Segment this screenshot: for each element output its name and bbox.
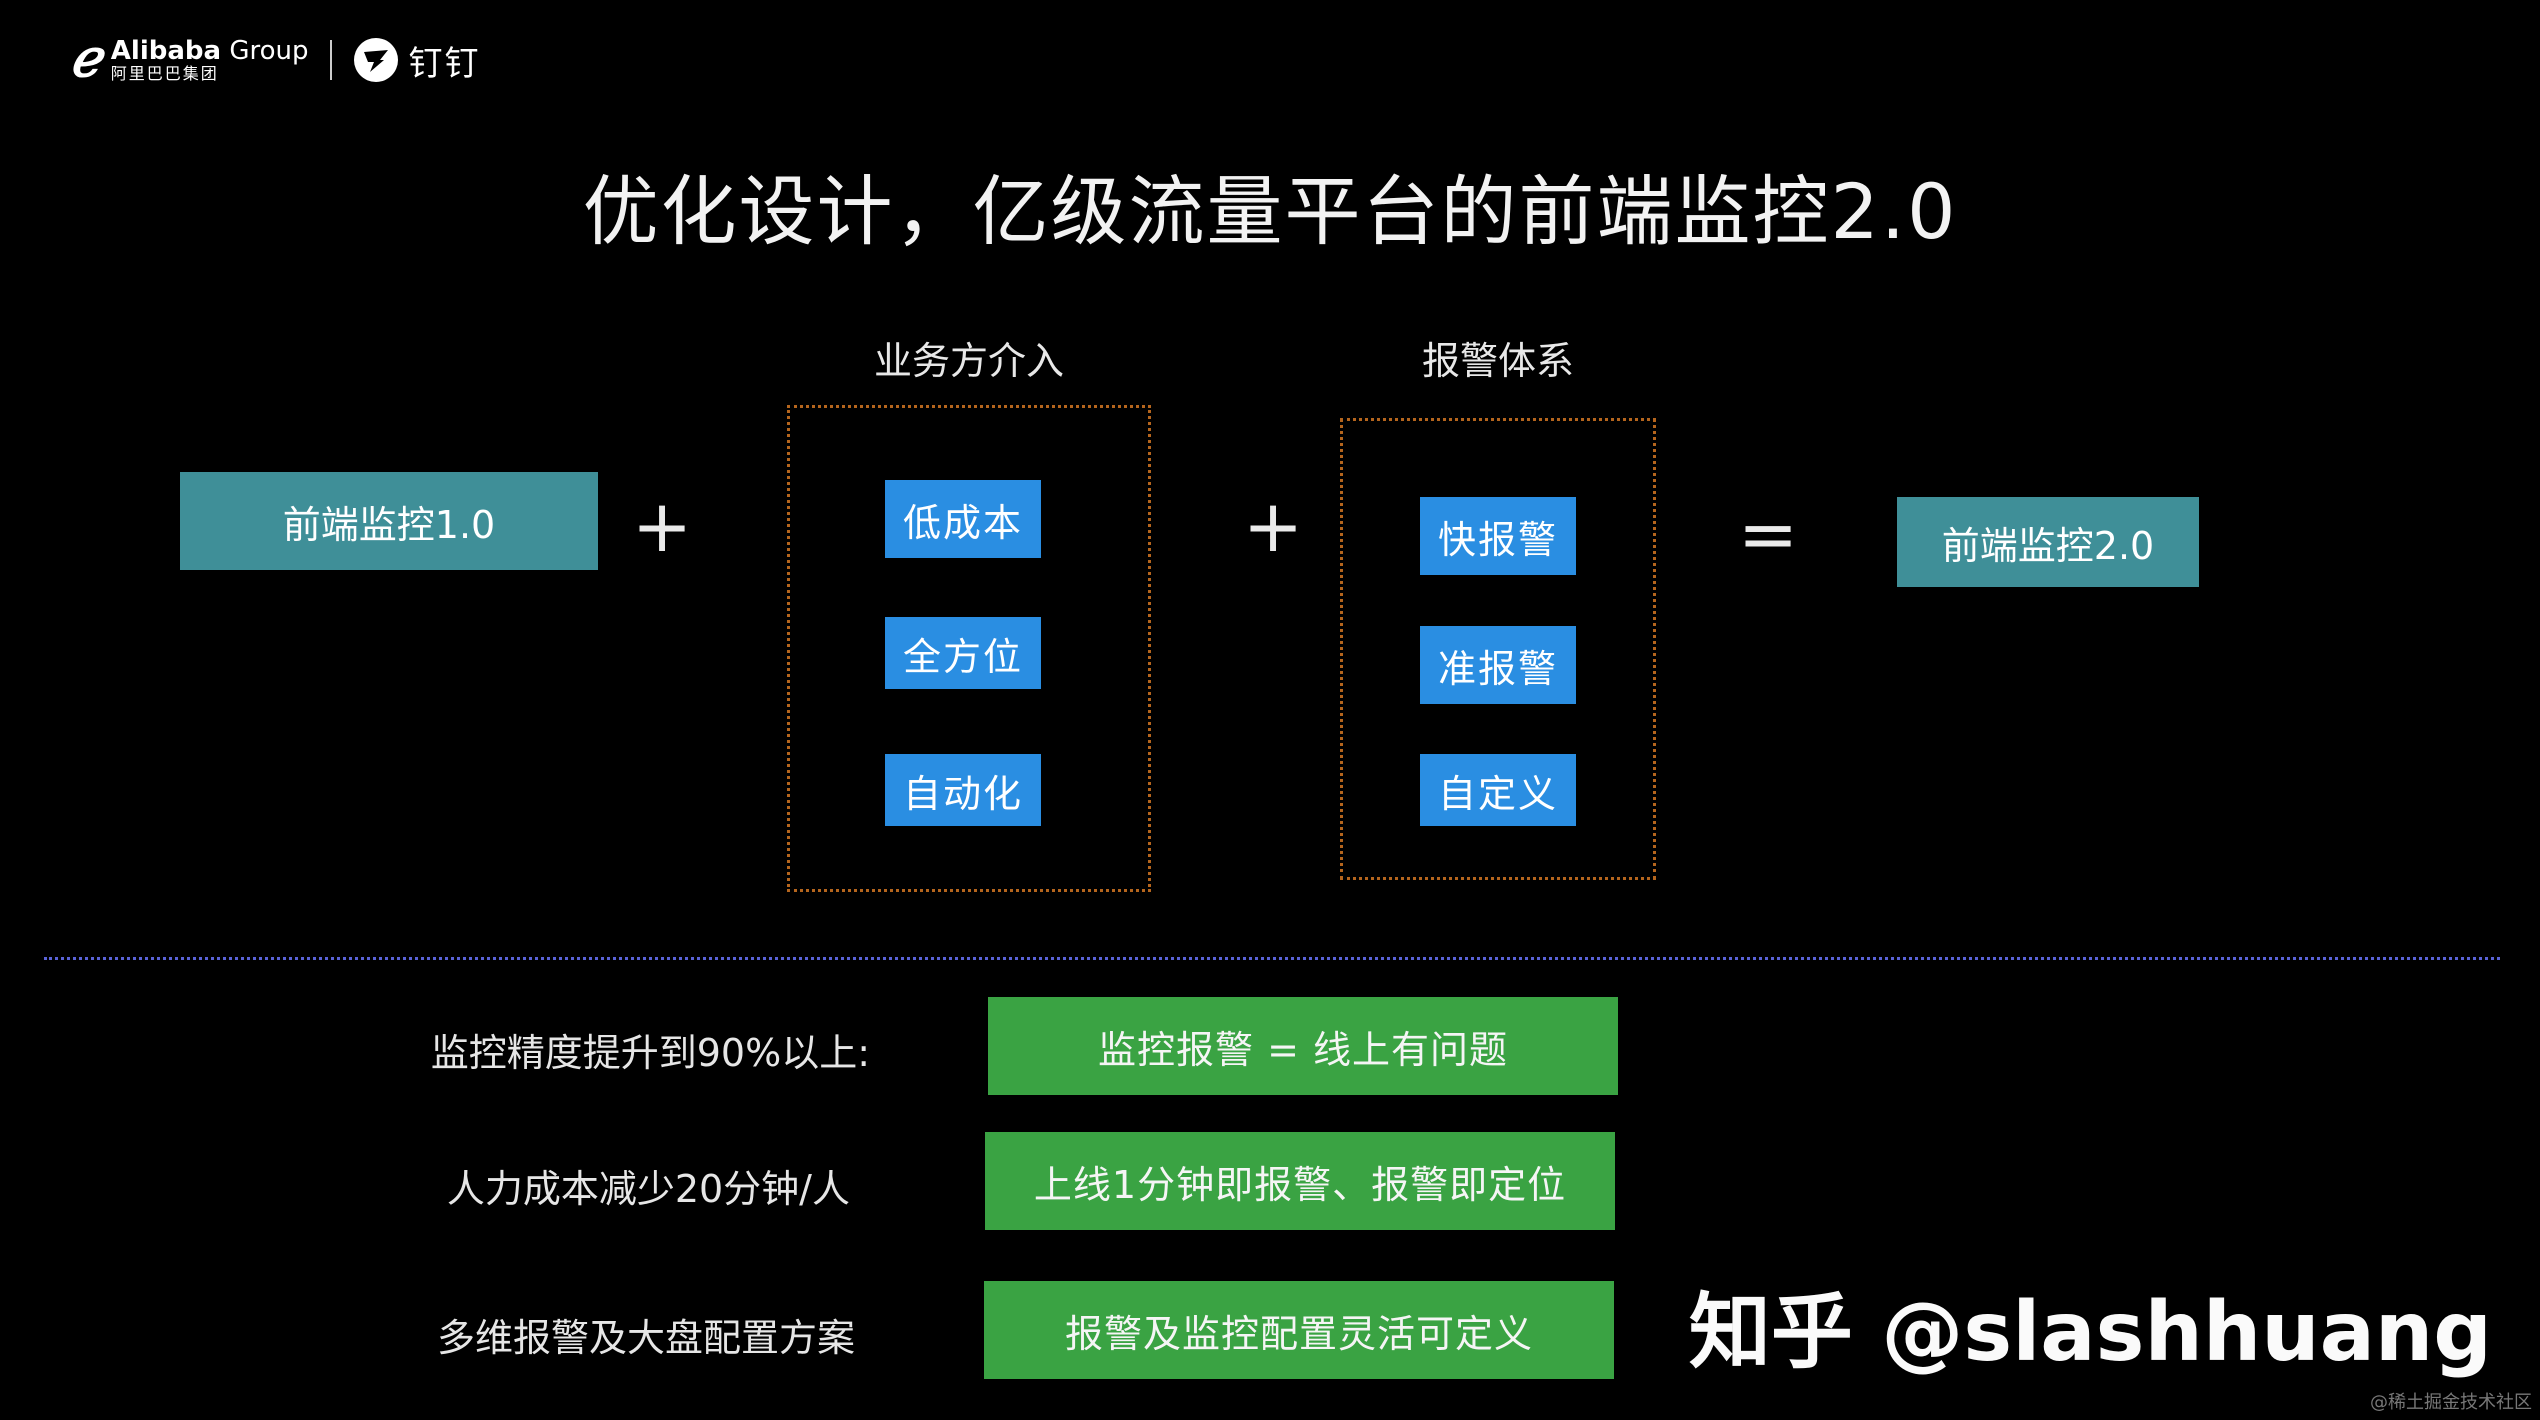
alert-group-frame	[1340, 418, 1656, 880]
business-item-all-round: 全方位	[885, 617, 1041, 689]
alert-item-custom: 自定义	[1420, 754, 1576, 826]
result-label-accuracy: 监控精度提升到90%以上:	[430, 1031, 870, 1075]
plus-operator-2: +	[1242, 484, 1304, 568]
dingtalk-name: 钉钉	[408, 43, 481, 84]
section-separator	[44, 957, 2500, 960]
result-value-cost: 上线1分钟即报警、报警即定位	[985, 1132, 1615, 1230]
zhihu-watermark: 知乎 @slashhuang	[1688, 1285, 2492, 1380]
equals-operator: =	[1737, 492, 1799, 576]
result-label-multi-dim: 多维报警及大盘配置方案	[436, 1316, 855, 1360]
alibaba-logo-icon: ℯ	[70, 31, 101, 88]
plus-operator-1: +	[631, 484, 693, 568]
source-watermark: @稀土掘金技术社区	[2370, 1392, 2532, 1413]
result-value-multi-dim: 报警及监控配置灵活可定义	[984, 1281, 1614, 1379]
alibaba-group: Group	[229, 36, 309, 66]
business-item-automation: 自动化	[885, 754, 1041, 826]
alibaba-brand: Alibaba	[110, 36, 222, 66]
monitor-v1-box: 前端监控1.0	[180, 472, 598, 570]
group-label-alert: 报警体系	[1421, 339, 1574, 383]
business-group-frame	[787, 405, 1151, 892]
monitor-v2-box: 前端监控2.0	[1897, 497, 2199, 587]
header-logos: ℯ Alibaba Group 阿里巴巴集团 钉钉	[70, 30, 480, 90]
group-label-business: 业务方介入	[873, 339, 1064, 383]
alibaba-wordmark: Alibaba Group 阿里巴巴集团	[111, 37, 309, 83]
dingtalk-logo-icon	[354, 38, 399, 82]
alert-item-accurate: 准报警	[1420, 626, 1576, 704]
slide-title: 优化设计，亿级流量平台的前端监控2.0	[582, 167, 1958, 256]
alibaba-cn-name: 阿里巴巴集团	[110, 64, 219, 83]
result-label-cost: 人力成本减少20分钟/人	[446, 1167, 850, 1211]
alert-item-fast: 快报警	[1420, 497, 1576, 575]
logo-divider	[330, 40, 333, 80]
result-value-accuracy: 监控报警 = 线上有问题	[988, 997, 1618, 1095]
business-item-low-cost: 低成本	[885, 480, 1041, 558]
